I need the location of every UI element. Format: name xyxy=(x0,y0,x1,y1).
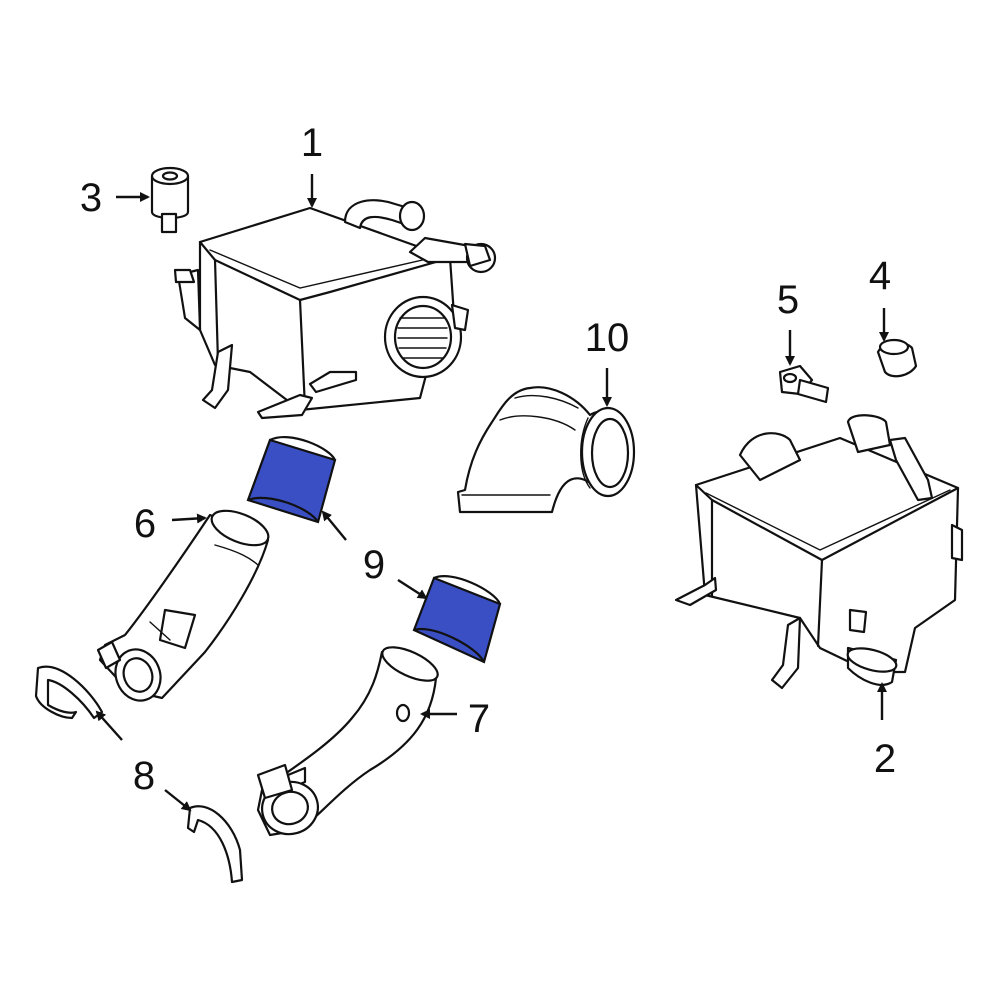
callout-1: 1 xyxy=(301,121,323,165)
arrow-9-upper xyxy=(321,510,347,541)
callout-10: 10 xyxy=(585,316,630,360)
callout-9: 9 xyxy=(363,543,385,587)
callout-5: 5 xyxy=(777,278,799,322)
arrow-9-lower xyxy=(397,578,428,600)
part-9-hose-lower[interactable] xyxy=(412,575,502,664)
arrow-6 xyxy=(171,513,207,524)
leader-arrows xyxy=(95,174,889,812)
part-1-intercooler-left[interactable] xyxy=(173,199,497,420)
callout-3: 3 xyxy=(80,176,102,220)
part-4-cap[interactable] xyxy=(876,338,918,378)
part-10-elbow-hose[interactable] xyxy=(456,386,636,514)
callout-2: 2 xyxy=(874,737,896,781)
arrow-8-lower xyxy=(164,789,192,812)
part-2-intercooler-right[interactable] xyxy=(674,414,964,690)
callout-4: 4 xyxy=(869,254,891,298)
part-9-hose-upper[interactable] xyxy=(246,436,337,524)
part-8-clip-lower[interactable] xyxy=(186,805,244,884)
part-6-intake-pipe[interactable] xyxy=(96,504,273,707)
part-7-intake-pipe[interactable] xyxy=(256,640,442,840)
part-5-bolt[interactable] xyxy=(778,364,830,404)
callout-6: 6 xyxy=(134,502,156,546)
part-3-sensor[interactable] xyxy=(150,166,190,234)
arrow-8-upper xyxy=(95,710,123,741)
callout-8: 8 xyxy=(133,754,155,798)
part-9-hose-upper-body xyxy=(246,438,337,524)
callout-7: 7 xyxy=(468,697,490,741)
part-8-clip-left[interactable] xyxy=(34,665,104,720)
callout-labels: 1 3 10 4 5 6 9 7 8 2 xyxy=(80,121,896,798)
